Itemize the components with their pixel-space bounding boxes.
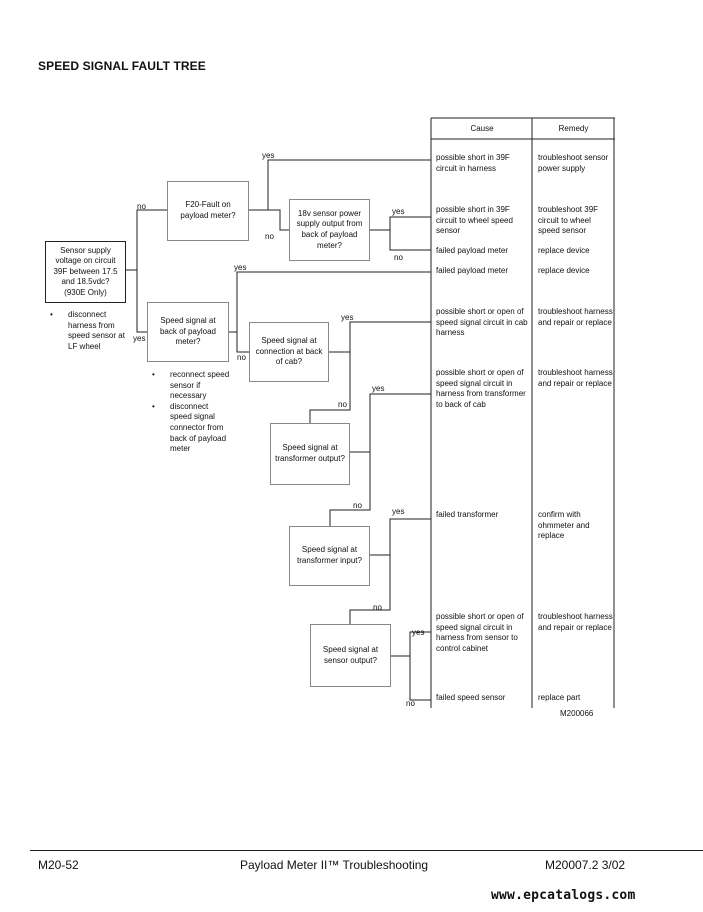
footer-page-number: M20-52 bbox=[38, 858, 79, 872]
branch-label-no: no bbox=[406, 699, 415, 708]
cause-cell: failed payload meter bbox=[436, 266, 509, 275]
footer-rule bbox=[30, 850, 703, 851]
cause-cell: failed transformer bbox=[436, 510, 499, 519]
branch-label-yes: yes bbox=[372, 384, 385, 393]
disconnect-note: disconnect harness from speed sensor at … bbox=[50, 310, 128, 352]
cause-cell: possible short in 39F circuit to wheel s… bbox=[436, 205, 513, 236]
footer-document-title: Payload Meter II™ Troubleshooting bbox=[240, 858, 429, 872]
remedy-cell: troubleshoot harness and repair or repla… bbox=[538, 307, 613, 327]
cause-cell: possible short in 39F circuit in harness bbox=[436, 153, 510, 173]
branch-label-no: no bbox=[338, 400, 347, 409]
branch-label-yes: yes bbox=[133, 334, 146, 343]
remedy-cell: confirm with ohmmeter and replace bbox=[538, 510, 590, 541]
cause-cell: failed payload meter bbox=[436, 246, 509, 255]
cause-column-header: Cause bbox=[470, 124, 494, 133]
branch-label-no: no bbox=[353, 501, 362, 510]
branch-label-yes: yes bbox=[412, 628, 425, 637]
remedy-cell: replace device bbox=[538, 246, 590, 255]
branch-label-yes: yes bbox=[392, 207, 405, 216]
speed-cab-node: Speed signal at connection at back of ca… bbox=[249, 322, 329, 382]
remedy-cell: troubleshoot 39F circuit to wheel speed … bbox=[538, 205, 599, 236]
remedy-cell: replace device bbox=[538, 266, 590, 275]
branch-label-no: no bbox=[237, 353, 246, 362]
speed-xfmr-out-node: Speed signal at transformer output? bbox=[270, 423, 350, 485]
speed-xfmr-in-node: Speed signal at transformer input? bbox=[289, 526, 370, 586]
note-item: reconnect speed sensor if necessary bbox=[152, 370, 230, 402]
remedy-cell: replace part bbox=[538, 693, 581, 702]
speed-back-node: Speed signal at back of payload meter? bbox=[147, 302, 229, 362]
watermark: www.epcatalogs.com bbox=[491, 888, 636, 903]
f20-fault-node: F20-Fault on payload meter? bbox=[167, 181, 249, 241]
branch-label-yes: yes bbox=[392, 507, 405, 516]
reconnect-note: reconnect speed sensor if necessary disc… bbox=[152, 370, 230, 455]
branch-label-no: no bbox=[137, 202, 146, 211]
note-item: disconnect harness from speed sensor at … bbox=[50, 310, 128, 352]
cause-cell: possible short or open of speed signal c… bbox=[436, 612, 524, 653]
remedy-cell: troubleshoot harness and repair or repla… bbox=[538, 612, 613, 632]
branch-label-no: no bbox=[394, 253, 403, 262]
page-title: SPEED SIGNAL FAULT TREE bbox=[38, 59, 206, 73]
figure-id: M200066 bbox=[560, 709, 594, 718]
branch-label-no: no bbox=[265, 232, 274, 241]
cause-cell: failed speed sensor bbox=[436, 693, 506, 702]
branch-label-no: no bbox=[373, 603, 382, 612]
footer-document-code: M20007.2 3/02 bbox=[545, 858, 626, 872]
cause-cell: possible short or open of speed signal c… bbox=[436, 368, 526, 409]
remedy-cell: troubleshoot harness and repair or repla… bbox=[538, 368, 613, 388]
branch-label-yes: yes bbox=[262, 151, 275, 160]
remedy-column-header: Remedy bbox=[558, 124, 589, 133]
note-item: disconnect speed signal connector from b… bbox=[152, 402, 230, 455]
speed-sensor-out-node: Speed signal at sensor output? bbox=[310, 624, 391, 687]
remedy-cell: troubleshoot sensor power supply bbox=[538, 153, 609, 173]
branch-label-yes: yes bbox=[341, 313, 354, 322]
sensor-18v-node: 18v sensor power supply output from back… bbox=[289, 199, 370, 261]
branch-label-yes: yes bbox=[234, 263, 247, 272]
cause-cell: possible short or open of speed signal c… bbox=[436, 307, 528, 338]
sensor-supply-node: Sensor supply voltage on circuit 39F bet… bbox=[45, 241, 126, 303]
